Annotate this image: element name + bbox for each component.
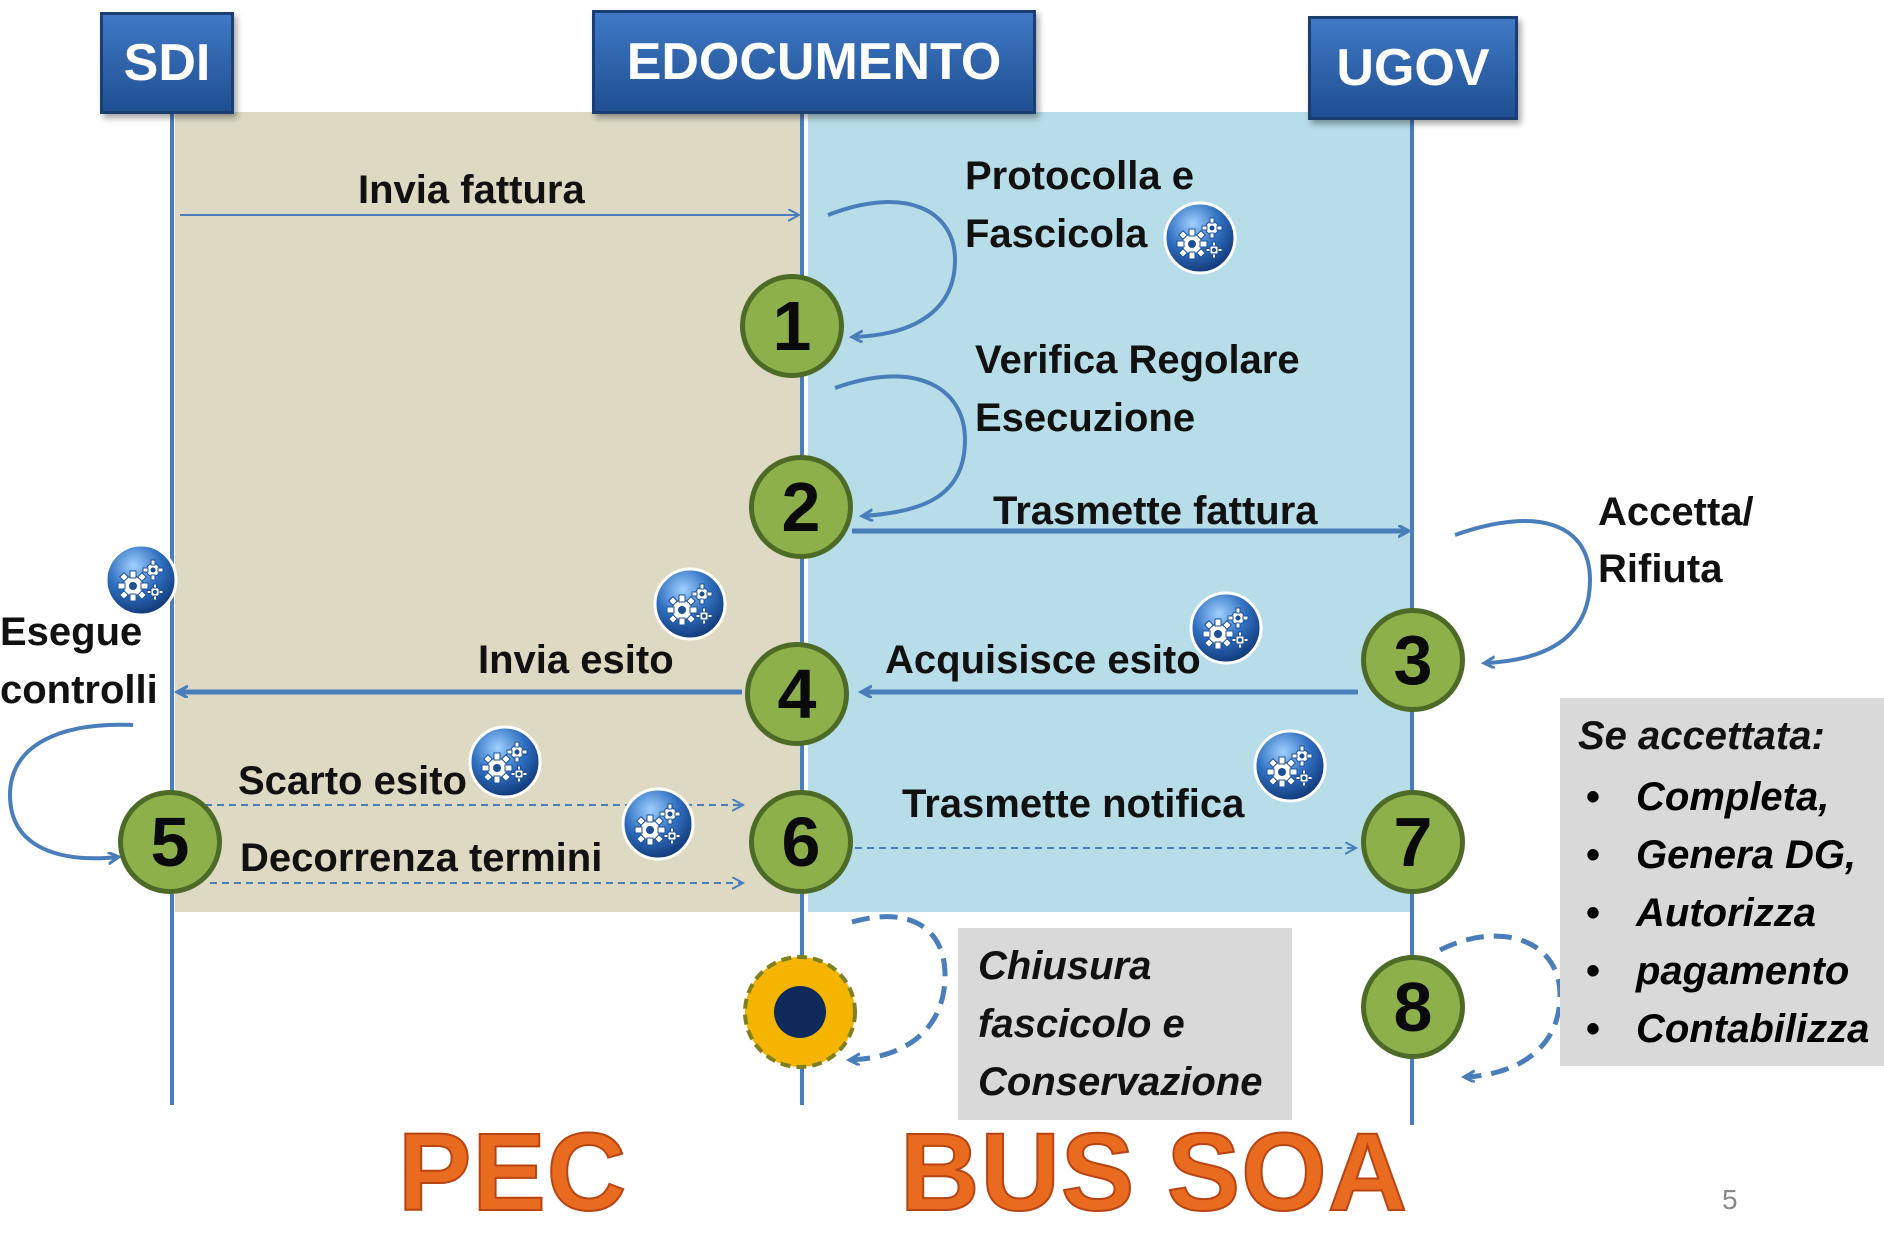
- gear-icon: [1188, 590, 1264, 666]
- step-7: 7: [1361, 790, 1465, 894]
- actor-edocumento: EDOCUMENTO: [592, 10, 1036, 114]
- gear-icon: [103, 542, 179, 618]
- label-rifiuta: Rifiuta: [1598, 547, 1723, 591]
- gear-icon: [652, 566, 728, 642]
- list-item: Autorizza: [1578, 884, 1869, 942]
- accetta-loop-arrow: [1454, 519, 1593, 663]
- actor-ugov-label: UGOV: [1336, 39, 1490, 97]
- chiusura-line3: Conservazione: [978, 1060, 1263, 1104]
- label-trasmette-notifica: Trasmette notifica: [902, 782, 1245, 826]
- se-accettata-title: Se accettata:: [1578, 714, 1825, 758]
- actor-sdi: SDI: [100, 12, 234, 114]
- se-accettata-list: Completa, Genera DG, Autorizza pagamento…: [1578, 768, 1869, 1058]
- label-esecuzione: Esecuzione: [975, 396, 1196, 440]
- label-acquisisce-esito: Acquisisce esito: [885, 638, 1201, 682]
- label-protocolla: Protocolla e: [965, 154, 1194, 198]
- step-8: 8: [1361, 955, 1465, 1059]
- label-accetta: Accetta/: [1598, 490, 1754, 534]
- gear-icon: [1252, 728, 1328, 804]
- gear-icon: [620, 786, 696, 862]
- label-fascicola: Fascicola: [965, 212, 1148, 256]
- label-scarto-esito: Scarto esito: [238, 759, 467, 803]
- step8-loop-arrow: [1438, 933, 1563, 1077]
- label-controlli: controlli: [0, 668, 158, 712]
- step-2: 2: [749, 455, 853, 559]
- list-item: Genera DG,: [1578, 826, 1869, 884]
- label-invia-esito: Invia esito: [478, 638, 674, 682]
- protocolla-loop-arrow: [827, 200, 958, 337]
- actor-ugov: UGOV: [1308, 16, 1518, 120]
- step-4: 4: [745, 642, 849, 746]
- label-trasmette-fattura: Trasmette fattura: [993, 489, 1318, 533]
- gear-icon: [1162, 200, 1238, 276]
- actor-sdi-label: SDI: [123, 34, 211, 92]
- actor-edocumento-label: EDOCUMENTO: [626, 33, 1002, 91]
- step-6: 6: [749, 790, 853, 894]
- controlli-loop-arrow: [7, 722, 134, 858]
- label-invia-fattura: Invia fattura: [358, 168, 585, 212]
- list-item: Completa,: [1578, 768, 1869, 826]
- list-item-text: pagamento: [1636, 949, 1850, 993]
- end-state-inner: [774, 986, 826, 1038]
- step-5: 5: [118, 790, 222, 894]
- se-accettata-box: Se accettata: Completa, Genera DG, Autor…: [1560, 698, 1884, 1066]
- bus-soa-label: BUS SOA: [899, 1111, 1409, 1234]
- chiusura-line2: fascicolo e: [978, 1002, 1185, 1046]
- list-item: Contabilizza: [1578, 1000, 1869, 1058]
- gear-icon: [467, 724, 543, 800]
- chiusura-line1: Chiusura: [978, 944, 1152, 988]
- label-verifica: Verifica Regolare: [975, 338, 1300, 382]
- list-item-continuation: pagamento: [1578, 942, 1869, 1000]
- label-decorrenza: Decorrenza termini: [240, 836, 603, 880]
- chiusura-box: Chiusura fascicolo e Conservazione: [958, 928, 1292, 1120]
- label-esegue: Esegue: [0, 610, 143, 654]
- chiusura-loop-arrow: [850, 914, 948, 1060]
- step-1: 1: [740, 274, 844, 378]
- verifica-loop-arrow: [834, 374, 968, 516]
- page-number: 5: [1722, 1184, 1738, 1215]
- step-3: 3: [1361, 608, 1465, 712]
- pec-label: PEC: [397, 1111, 628, 1234]
